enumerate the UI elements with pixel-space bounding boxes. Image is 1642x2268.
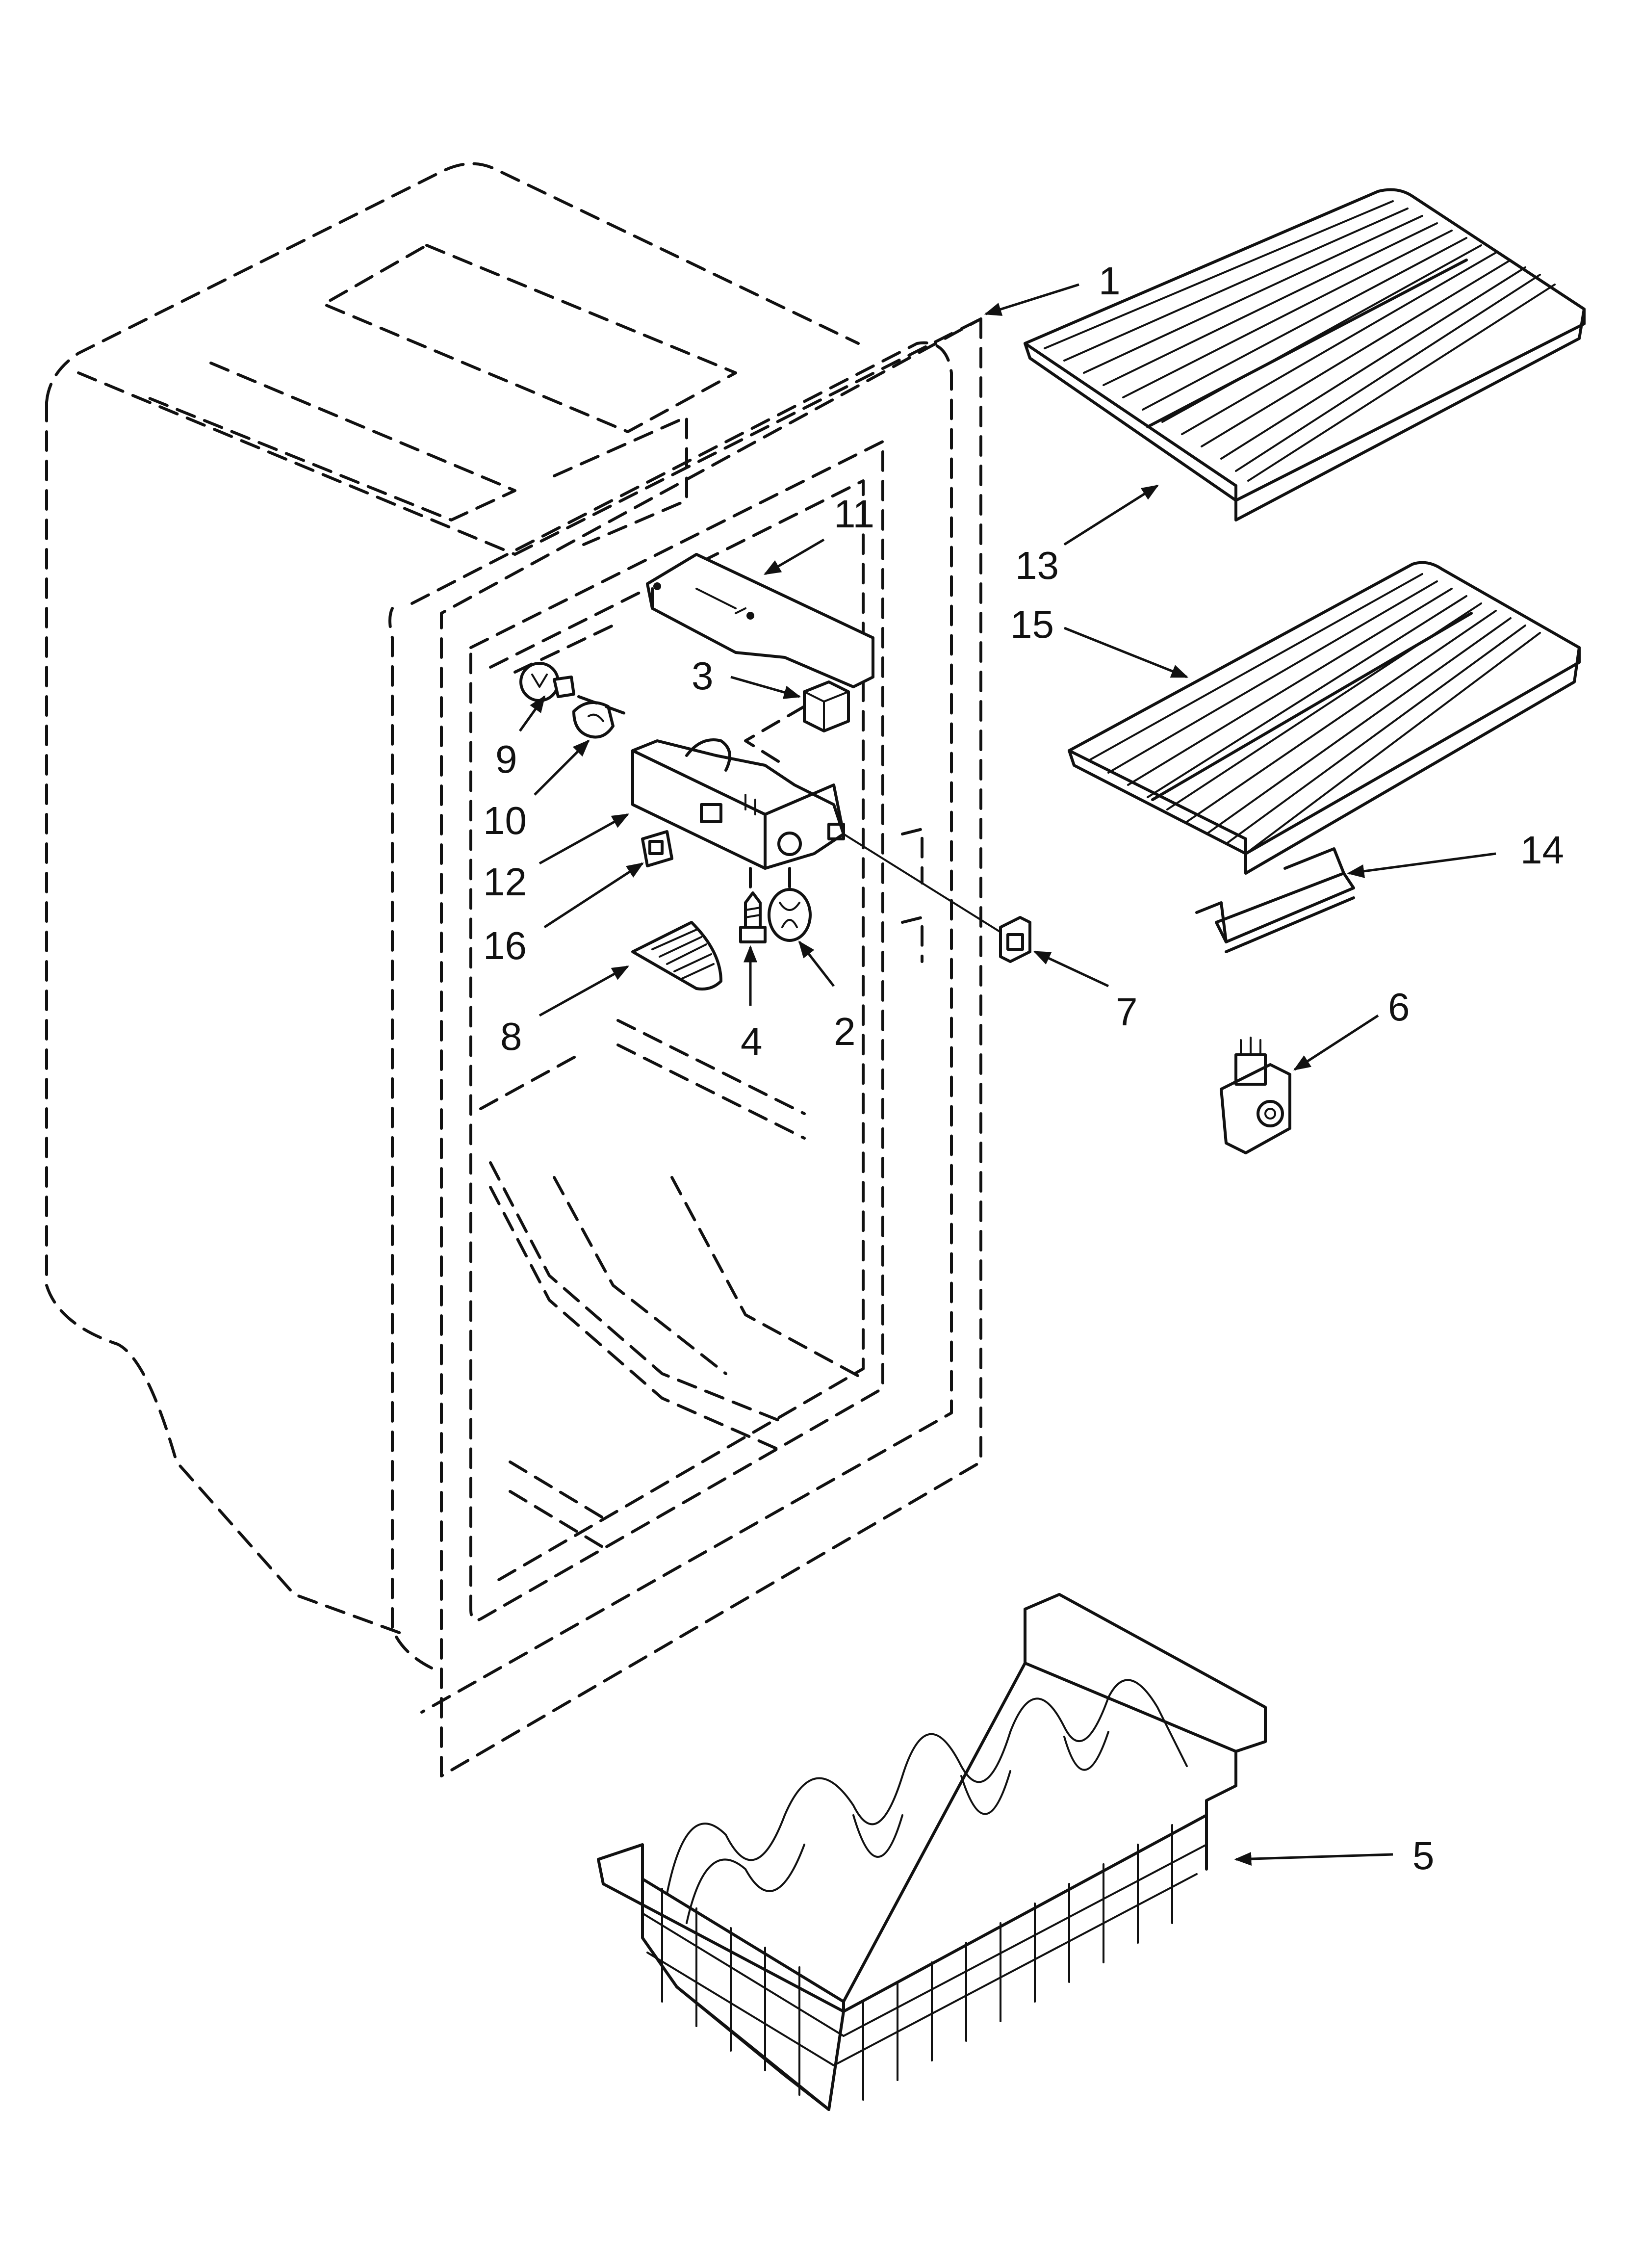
light-shield [631, 921, 722, 991]
freezer-cabinet-liner [45, 162, 982, 1777]
light-socket [572, 701, 615, 739]
callout-11: 11 [834, 492, 874, 536]
callout-4: 4 [741, 1019, 763, 1063]
callout-16: 16 [483, 924, 527, 967]
thermostat-control [1220, 1037, 1291, 1154]
callout-14: 14 [1520, 828, 1564, 872]
mounting-screw [739, 891, 767, 943]
temperature-dial [768, 888, 812, 942]
callout-6: 6 [1388, 985, 1410, 1029]
assembly-lines [577, 695, 1001, 933]
middle-wire-shelf [1068, 561, 1581, 875]
callout-10: 10 [483, 799, 527, 842]
control-housing-cover [646, 553, 874, 688]
callout-12: 12 [483, 860, 527, 904]
door-switch [999, 916, 1031, 963]
callout-5: 5 [1412, 1834, 1435, 1877]
callout-13: 13 [1015, 544, 1059, 587]
callout-leaders [518, 283, 1496, 1866]
callout-1: 1 [1099, 259, 1121, 303]
light-switch [641, 830, 673, 867]
callout-2: 2 [834, 1010, 856, 1053]
top-wire-shelf [1024, 188, 1586, 521]
shelf-end-bracket [1195, 847, 1355, 953]
wire-basket [597, 1593, 1267, 2111]
callout-15: 15 [1010, 602, 1054, 646]
callout-7: 7 [1116, 990, 1138, 1034]
callout-labels: 1 11 3 9 10 12 16 8 4 2 7 6 13 15 14 5 [483, 259, 1564, 1877]
light-bulb [519, 662, 575, 702]
callout-8: 8 [500, 1015, 522, 1058]
control-knob [803, 680, 850, 732]
callout-9: 9 [495, 737, 517, 781]
callout-3: 3 [692, 654, 714, 698]
control-housing [631, 738, 845, 870]
